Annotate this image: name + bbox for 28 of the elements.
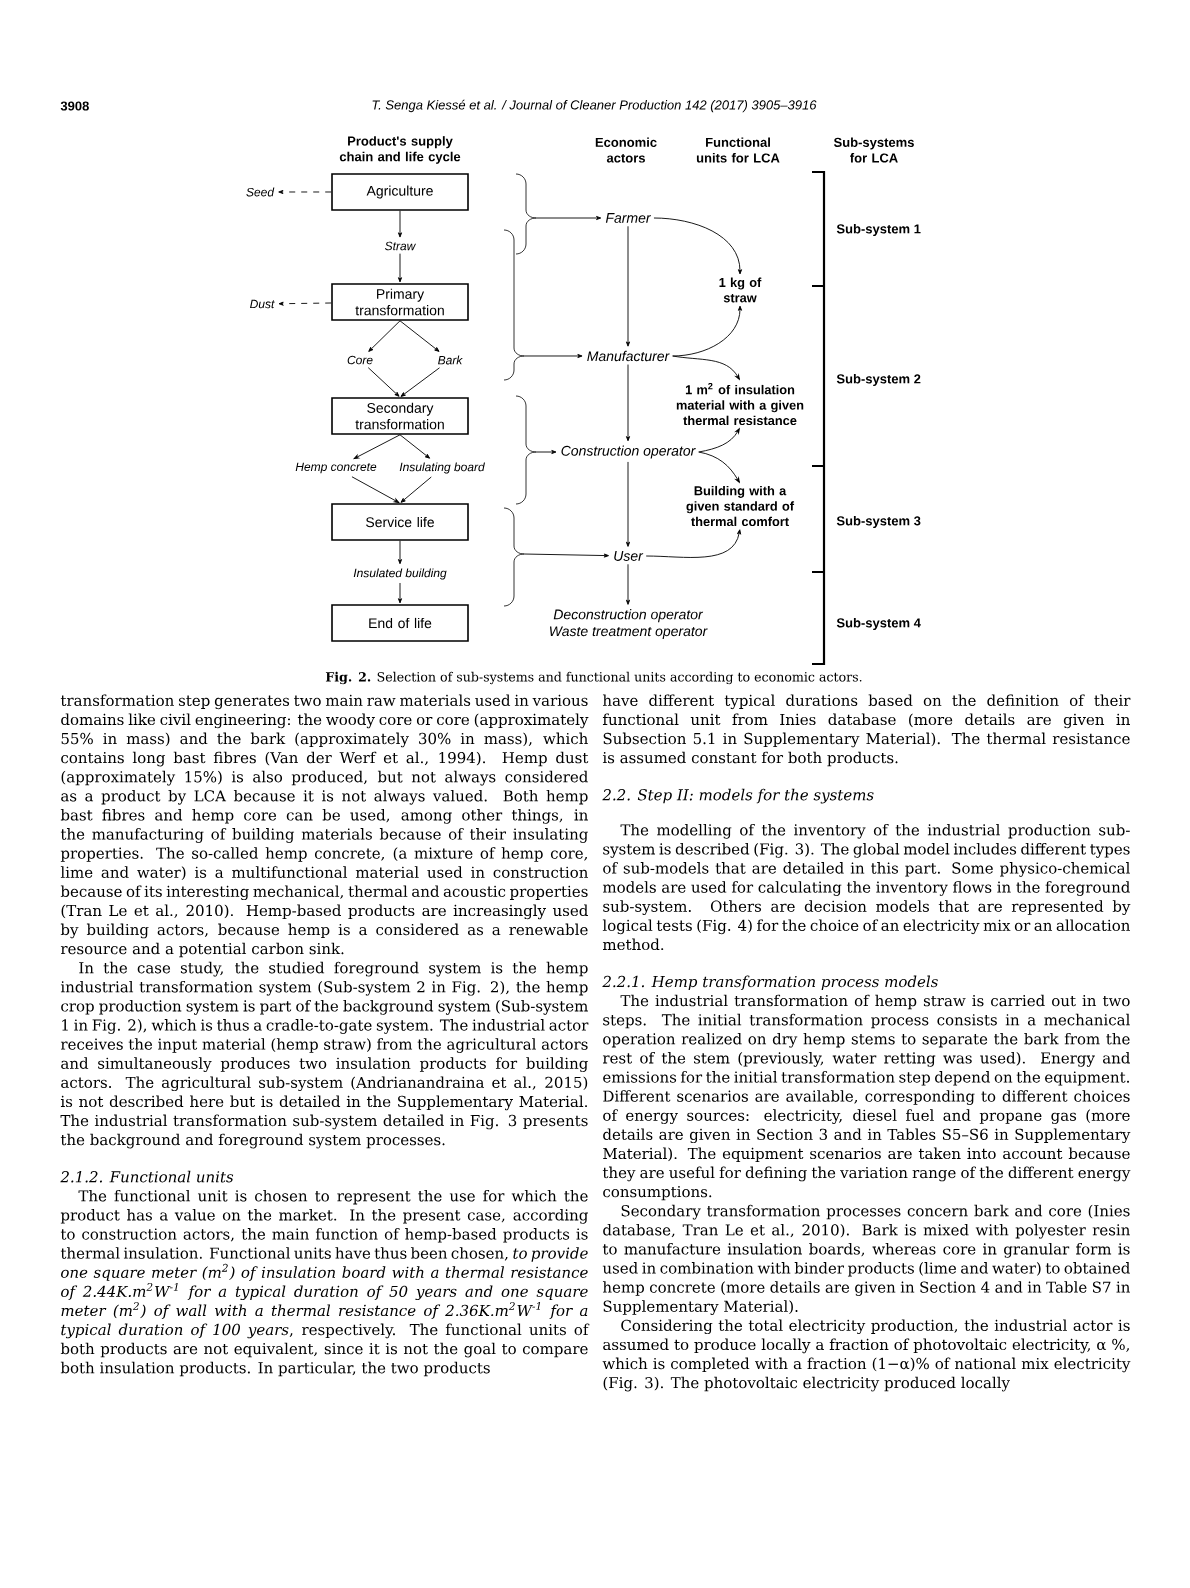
arrow: [368, 320, 401, 352]
arrow: [397, 253, 403, 283]
arrow: [625, 225, 631, 347]
arrow: [672, 305, 743, 357]
arrow: [523, 553, 609, 558]
arrow: [625, 461, 631, 547]
arrow: [278, 301, 332, 306]
arrow: [278, 189, 332, 195]
arrow: [535, 449, 557, 455]
arrow: [535, 215, 602, 221]
arrow: [397, 540, 403, 565]
arrow: [367, 367, 400, 397]
arrow: [353, 434, 401, 460]
arrow: [400, 367, 440, 397]
arrow: [698, 451, 740, 483]
arrow: [672, 355, 740, 380]
arrow: [397, 210, 403, 238]
arrow: [625, 563, 631, 605]
arrow: [400, 476, 432, 503]
arrow: [397, 582, 403, 604]
arrow: [351, 476, 400, 504]
arrow: [523, 353, 583, 359]
arrow: [653, 217, 743, 275]
arrow: [645, 529, 742, 558]
arrow: [399, 434, 431, 459]
arrow: [625, 364, 631, 442]
arrow: [698, 428, 740, 453]
arrow: [399, 320, 440, 352]
